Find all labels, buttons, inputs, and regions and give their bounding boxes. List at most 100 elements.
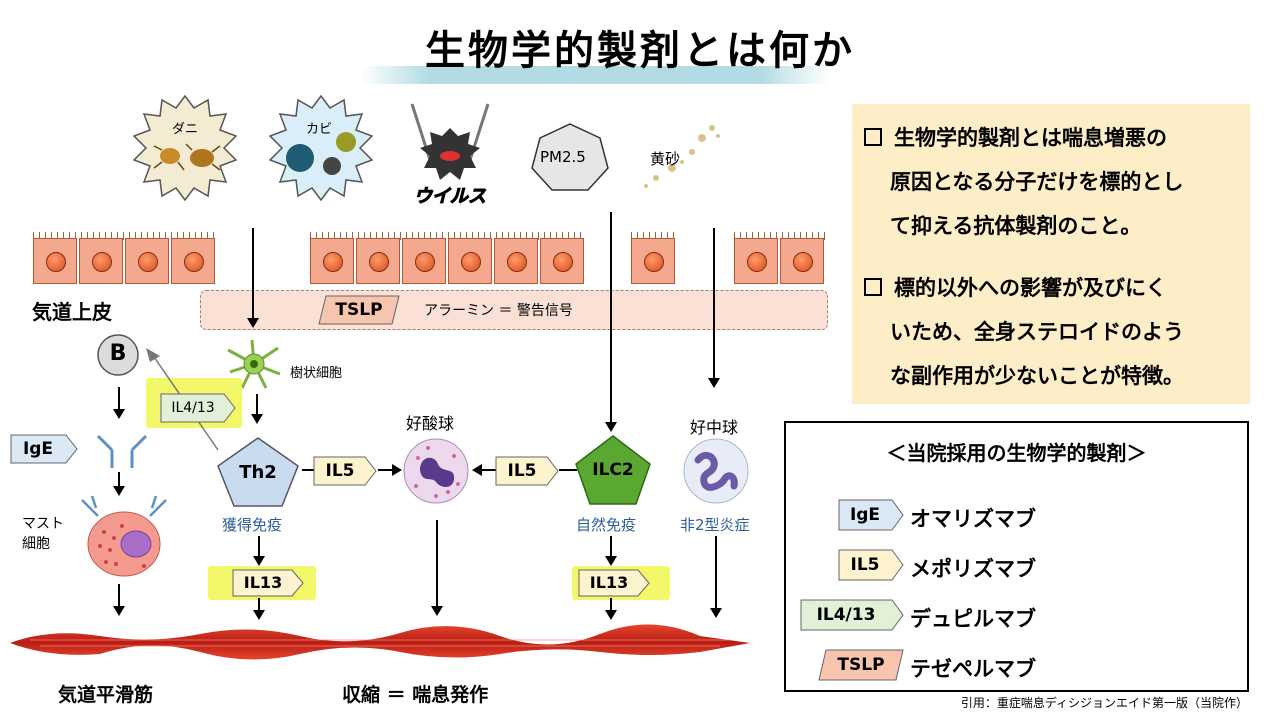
epithelial-cell bbox=[356, 238, 400, 284]
neutrophil-label: 好中球 bbox=[690, 418, 739, 437]
epithelial-cell bbox=[631, 238, 675, 284]
th2-sub-label: 獲得免疫 bbox=[222, 516, 283, 534]
epithelial-cell bbox=[171, 238, 215, 284]
arrow bbox=[251, 394, 263, 424]
virus-icon bbox=[410, 103, 490, 180]
ilc2-pentagon bbox=[575, 435, 651, 505]
epithelial-cell bbox=[780, 238, 824, 284]
arrow bbox=[113, 584, 125, 616]
epithelial-cell bbox=[494, 238, 538, 284]
pm25-heptagon bbox=[531, 123, 609, 191]
citation-footnote: 引用：重症喘息ディシジョンエイド第一版（当院作） bbox=[960, 696, 1248, 710]
arrow bbox=[247, 228, 259, 328]
bullet-square-icon bbox=[864, 128, 882, 146]
mast-cell-icon bbox=[81, 495, 167, 577]
antibody-icon bbox=[96, 434, 148, 468]
drug-tag-il5-shape bbox=[838, 549, 904, 581]
arrow bbox=[605, 536, 617, 566]
dendritic-cell-icon bbox=[227, 339, 281, 389]
tslp-tag-shape bbox=[318, 295, 400, 325]
drug-tag-il5: IL5 bbox=[850, 555, 880, 575]
drug-name-omalizumab: オマリズマブ bbox=[910, 507, 1036, 531]
dendritic-label: 樹状細胞 bbox=[290, 366, 343, 381]
drug-tag-tslp-shape bbox=[818, 649, 904, 681]
neutrophil-sub-label: 非2型炎症 bbox=[680, 516, 750, 534]
eosinophil-icon bbox=[403, 438, 469, 504]
epithelial-cell bbox=[540, 238, 584, 284]
arrow bbox=[378, 464, 402, 476]
pm25-label: PM2.5 bbox=[540, 148, 586, 166]
epithelial-cell bbox=[448, 238, 492, 284]
alarmin-band bbox=[200, 290, 828, 330]
drug-list-box: ＜当院採用の生物学的製剤＞ IgE オマリズマブ IL5 メポリズマブ IL4/… bbox=[784, 421, 1249, 692]
epithelium-label: 気道上皮 bbox=[32, 300, 112, 324]
info-line-2: 原因となる分子だけを標的とし bbox=[890, 170, 1184, 194]
epithelial-cell bbox=[402, 238, 446, 284]
arrow bbox=[113, 472, 125, 496]
smooth-muscle-band bbox=[10, 624, 750, 660]
b-cell-label: B bbox=[109, 341, 127, 366]
il5-right-tag: IL5 bbox=[507, 461, 537, 481]
cilia bbox=[33, 232, 219, 240]
page-title: 生物学的製剤とは何か bbox=[425, 28, 855, 74]
ige-tag-shape bbox=[10, 434, 78, 464]
info-line-4: 標的以外への影響が及びにく bbox=[864, 268, 1242, 308]
th2-label: Th2 bbox=[239, 462, 277, 483]
epithelial-cell bbox=[79, 238, 123, 284]
sand-label: 黄砂 bbox=[650, 150, 681, 168]
mite-label: ダニ bbox=[172, 122, 199, 137]
drug-tag-il413: IL4/13 bbox=[816, 605, 876, 625]
il13-right-tag: IL13 bbox=[589, 573, 629, 592]
th2-pentagon bbox=[217, 437, 299, 507]
il413-tag: IL4/13 bbox=[171, 400, 215, 416]
muscle-label: 気道平滑筋 bbox=[58, 684, 154, 706]
bullet-square-icon bbox=[864, 278, 882, 296]
arrow bbox=[708, 228, 720, 388]
arrow bbox=[472, 464, 496, 476]
il5-right-tag-shape bbox=[495, 456, 559, 486]
drug-name-tezepelumab: テゼペルマブ bbox=[910, 657, 1036, 681]
arrow bbox=[605, 212, 617, 432]
epithelial-cell bbox=[310, 238, 354, 284]
il13-right-tag-shape bbox=[578, 569, 650, 597]
mold-icon bbox=[268, 94, 374, 202]
drug-tag-il413-shape bbox=[800, 599, 904, 631]
info-line-3: て抑える抗体製剤のこと。 bbox=[890, 214, 1142, 238]
result-label: 収縮 ＝ 喘息発作 bbox=[342, 684, 489, 706]
neutrophil-icon bbox=[683, 438, 749, 504]
alarmin-label: アラーミン ＝ 警告信号 bbox=[424, 303, 573, 319]
drug-name-dupilumab: デュピルマブ bbox=[910, 607, 1036, 631]
il5-left-tag: IL5 bbox=[325, 461, 355, 481]
arrow bbox=[113, 387, 125, 419]
il5-left-tag-shape bbox=[313, 456, 377, 486]
info-line-1: 生物学的製剤とは喘息増悪の bbox=[864, 118, 1242, 158]
info-line-6: な副作用が少ないことが特徴。 bbox=[890, 364, 1184, 388]
yellow-sand-icon bbox=[644, 125, 720, 188]
title-underline bbox=[360, 66, 830, 84]
drug-name-mepolizumab: メポリズマブ bbox=[910, 557, 1036, 581]
epithelial-cell bbox=[125, 238, 169, 284]
connector-line bbox=[302, 469, 316, 471]
drug-list-title: ＜当院採用の生物学的製剤＞ bbox=[886, 441, 1147, 465]
il13-left-tag-shape bbox=[232, 569, 304, 597]
arrow bbox=[431, 520, 443, 616]
arrow bbox=[710, 536, 722, 618]
mite-icon bbox=[132, 94, 238, 202]
virus-label: ウイルス bbox=[414, 186, 487, 208]
arrow bbox=[253, 598, 265, 620]
ilc2-label: ILC2 bbox=[592, 460, 634, 480]
drug-tag-ige-shape bbox=[838, 499, 904, 531]
mast-cell-label: マスト 細胞 bbox=[22, 516, 64, 552]
arrow bbox=[605, 598, 617, 620]
eosinophil-label: 好酸球 bbox=[406, 414, 455, 433]
connector-line bbox=[559, 469, 577, 471]
b-cell-circle bbox=[97, 334, 139, 376]
tslp-tag: TSLP bbox=[335, 300, 383, 320]
ilc2-sub-label: 自然免疫 bbox=[576, 516, 637, 534]
info-line-5: いため、全身ステロイドのよう bbox=[890, 320, 1184, 344]
mold-label: カビ bbox=[306, 122, 333, 137]
info-box: 生物学的製剤とは喘息増悪の 原因となる分子だけを標的とし て抑える抗体製剤のこと… bbox=[852, 104, 1250, 404]
cilia bbox=[310, 232, 586, 240]
drug-tag-tslp: TSLP bbox=[837, 655, 885, 675]
arrow bbox=[253, 536, 265, 566]
